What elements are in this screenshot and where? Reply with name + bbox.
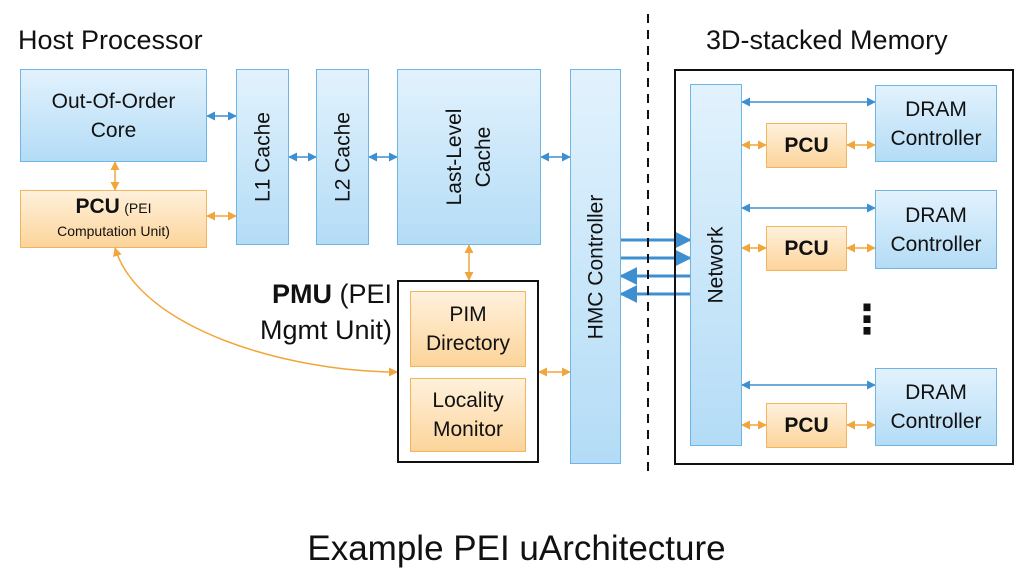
vault2-pcu-block: PCU bbox=[766, 226, 847, 271]
locality-monitor-block: Locality Monitor bbox=[410, 378, 526, 452]
pcu-pmu-curve bbox=[113, 247, 398, 377]
l1-cache-label: L1 Cache bbox=[251, 112, 274, 202]
l1-cache-block: L1 Cache bbox=[236, 69, 289, 245]
vault2-dram-line2: Controller bbox=[890, 232, 982, 256]
network-label: Network bbox=[704, 226, 728, 304]
vault2-pcu-label: PCU bbox=[784, 236, 829, 260]
vault-ellipsis: ⋮ bbox=[847, 298, 887, 342]
locality-monitor-line2: Monitor bbox=[432, 418, 503, 441]
host-pcu-desc-b: Computation Unit) bbox=[57, 223, 170, 239]
vault3-dram-line2: Controller bbox=[890, 410, 982, 433]
vault2-dram-line1: DRAM bbox=[905, 203, 967, 227]
l2-cache-label: L2 Cache bbox=[331, 112, 354, 202]
pmu-label: PMU (PEI Mgmt Unit) bbox=[236, 276, 392, 348]
pim-directory-block: PIM Directory bbox=[410, 291, 526, 367]
figure-caption: Example PEI uArchitecture bbox=[307, 529, 726, 568]
vault1-dram-line1: DRAM bbox=[905, 97, 967, 121]
memory-frame bbox=[674, 69, 1014, 465]
out-of-order-core-block: Out-Of-Order Core bbox=[20, 69, 207, 162]
host-pcu-block: PCU (PEI Computation Unit) bbox=[20, 190, 207, 248]
vault3-dram-controller-block: DRAM Controller bbox=[875, 368, 997, 446]
pmu-desc-a: (PEI bbox=[339, 279, 392, 309]
pmu-name: PMU bbox=[271, 279, 332, 309]
vault2-dram-controller-block: DRAM Controller bbox=[875, 190, 997, 269]
vault3-dram-line1: DRAM bbox=[905, 381, 967, 404]
llc-label-line2: Cache bbox=[472, 126, 495, 188]
vault1-dram-line2: Controller bbox=[890, 126, 982, 150]
ooo-core-label-line1: Out-Of-Order bbox=[51, 89, 176, 113]
network-block: Network bbox=[690, 84, 742, 446]
vault3-pcu-block: PCU bbox=[766, 403, 847, 448]
host-pcu-desc-a: (PEI bbox=[124, 200, 152, 216]
last-level-cache-block: Last-Level Cache bbox=[397, 69, 541, 245]
host-processor-title: Host Processor bbox=[18, 25, 203, 55]
memory-title: 3D-stacked Memory bbox=[706, 25, 948, 55]
pmu-frame bbox=[397, 280, 539, 463]
pim-directory-line1: PIM bbox=[449, 303, 487, 326]
hmc-controller-label: HMC Controller bbox=[584, 194, 607, 339]
vault1-pcu-label: PCU bbox=[784, 133, 829, 157]
l2-cache-block: L2 Cache bbox=[316, 69, 369, 245]
host-pcu-name: PCU bbox=[75, 195, 120, 218]
hmc-controller-block: HMC Controller bbox=[570, 69, 621, 464]
vault1-pcu-block: PCU bbox=[766, 123, 847, 168]
locality-monitor-line1: Locality bbox=[432, 389, 504, 412]
pim-directory-line2: Directory bbox=[425, 332, 510, 355]
vault1-dram-controller-block: DRAM Controller bbox=[875, 85, 997, 162]
pmu-desc-b: Mgmt Unit) bbox=[259, 315, 392, 345]
llc-label-line1: Last-Level bbox=[443, 108, 466, 206]
vault3-pcu-label: PCU bbox=[784, 413, 829, 437]
ooo-core-label-line2: Core bbox=[90, 118, 137, 142]
